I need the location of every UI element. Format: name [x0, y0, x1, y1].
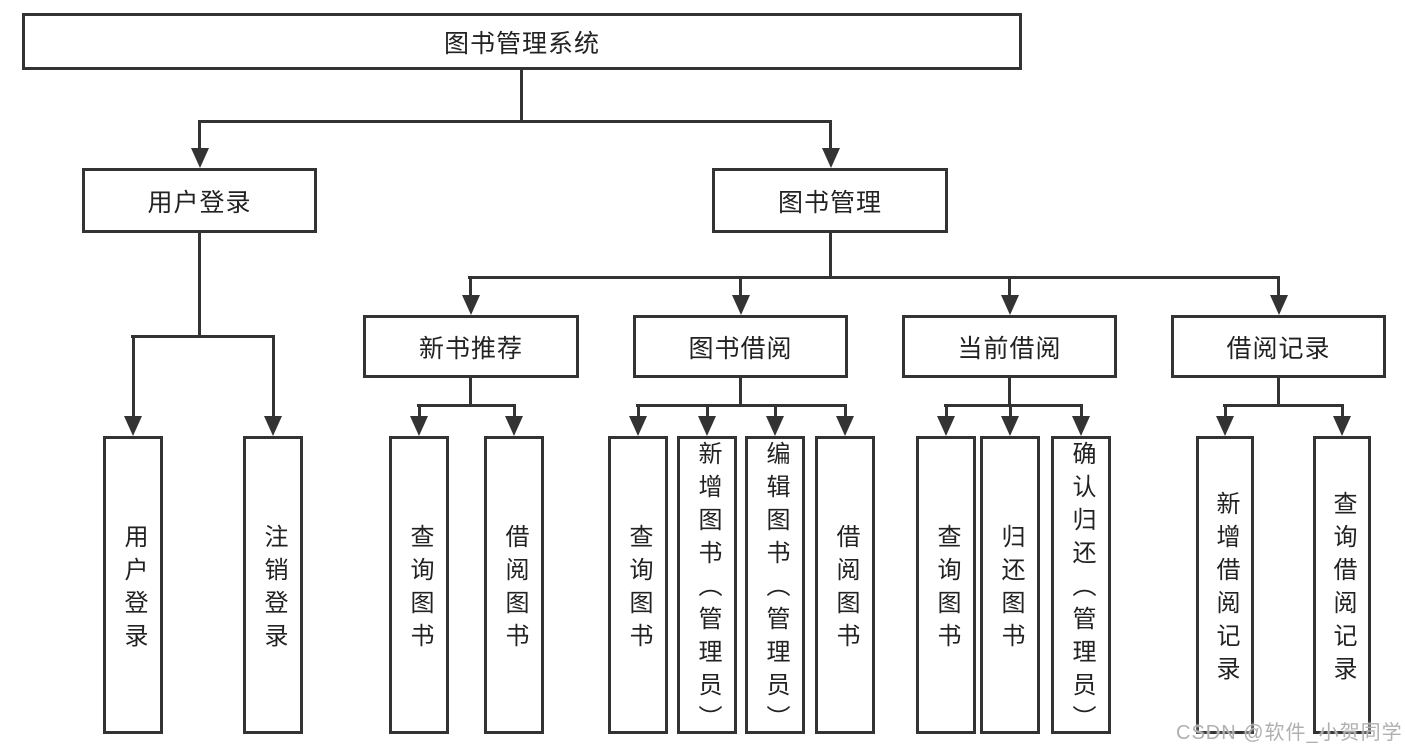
connector-line — [198, 120, 201, 150]
leaf-cb-confirm-return-admin-label: 确认归还（管理员） — [1068, 441, 1095, 738]
connector-group-bar — [944, 404, 1083, 407]
connector-line — [513, 404, 516, 418]
arrowhead-down — [1072, 416, 1090, 436]
arrowhead-down — [732, 295, 750, 315]
leaf-br-query-record-label: 查询借阅记录 — [1329, 490, 1356, 689]
leaf-cb-query-books: 查询图书 — [916, 436, 976, 734]
connector-line — [844, 404, 847, 418]
leaf-bb-add-books-admin-label: 新增图书（管理员） — [694, 441, 721, 738]
leaf-br-add-record-label: 新增借阅记录 — [1212, 490, 1239, 689]
connector-line — [1277, 276, 1280, 298]
connector-line — [132, 335, 135, 418]
leaf-bb-query-books: 查询图书 — [608, 436, 668, 734]
leaf-bb-borrow-books-label: 借阅图书 — [832, 523, 859, 656]
connector-line — [418, 404, 421, 418]
connector-line — [637, 404, 640, 418]
arrowhead-down — [505, 416, 523, 436]
leaf-cb-query-books-label: 查询图书 — [933, 523, 960, 656]
leaf-logout-label: 注销登录 — [260, 523, 287, 656]
leaf-bb-add-books-admin: 新增图书（管理员） — [677, 436, 737, 738]
connector-bookmgmt-stem — [829, 231, 832, 278]
connector-level3-bar — [468, 276, 1280, 279]
leaf-bb-edit-books-admin: 编辑图书（管理员） — [745, 436, 805, 738]
arrowhead-down — [1001, 295, 1019, 315]
connector-root-stem — [520, 68, 523, 122]
arrowhead-down — [937, 416, 955, 436]
connector-line — [945, 404, 948, 418]
leaf-nb-query-books-label: 查询图书 — [406, 523, 433, 656]
leaf-bb-query-books-label: 查询图书 — [625, 523, 652, 656]
connector-section-stem — [739, 376, 742, 406]
node-library-system: 图书管理系统 — [22, 13, 1022, 70]
node-book-management: 图书管理 — [712, 168, 948, 233]
connector-userlogin-stem — [198, 231, 201, 337]
node-new-book-recommend: 新书推荐 — [363, 315, 579, 378]
connector-line — [1224, 404, 1227, 418]
connector-line — [1008, 276, 1011, 298]
leaf-br-query-record: 查询借阅记录 — [1313, 436, 1371, 734]
connector-group-bar — [636, 404, 847, 407]
leaf-logout: 注销登录 — [243, 436, 303, 734]
arrowhead-down — [1001, 416, 1019, 436]
connector-line — [829, 120, 832, 150]
leaf-br-add-record: 新增借阅记录 — [1196, 436, 1254, 734]
leaf-cb-confirm-return-admin: 确认归还（管理员） — [1051, 436, 1111, 738]
node-book-borrow: 图书借阅 — [633, 315, 848, 378]
arrowhead-down — [836, 416, 854, 436]
connector-line — [774, 404, 777, 418]
node-user-login: 用户登录 — [82, 168, 317, 233]
leaf-cb-return-books-label: 归还图书 — [997, 523, 1024, 656]
leaf-bb-edit-books-admin-label: 编辑图书（管理员） — [762, 441, 789, 738]
connector-line — [706, 404, 709, 418]
connector-userlogin-bar — [131, 335, 274, 338]
connector-section-stem — [1277, 376, 1280, 406]
arrowhead-down — [410, 416, 428, 436]
connector-line — [1080, 404, 1083, 418]
leaf-user-login: 用户登录 — [103, 436, 163, 734]
watermark: CSDN @软件_小贺同学 — [1176, 722, 1403, 744]
connector-section-stem — [1008, 376, 1011, 406]
arrowhead-down — [124, 416, 142, 436]
connector-line — [739, 276, 742, 298]
arrowhead-down — [191, 148, 209, 168]
node-current-borrow: 当前借阅 — [902, 315, 1117, 378]
leaf-nb-query-books: 查询图书 — [389, 436, 449, 734]
connector-line — [1341, 404, 1344, 418]
leaf-nb-borrow-books-label: 借阅图书 — [501, 523, 528, 656]
connector-level2-bar — [198, 120, 832, 123]
connector-group-bar — [1223, 404, 1344, 407]
leaf-cb-return-books: 归还图书 — [980, 436, 1040, 734]
arrowhead-down — [1333, 416, 1351, 436]
arrowhead-down — [1216, 416, 1234, 436]
arrowhead-down — [698, 416, 716, 436]
leaf-user-login-label: 用户登录 — [120, 523, 147, 656]
arrowhead-down — [1270, 295, 1288, 315]
leaf-nb-borrow-books: 借阅图书 — [484, 436, 544, 734]
arrowhead-down — [822, 148, 840, 168]
connector-section-stem — [469, 376, 472, 406]
node-borrow-record: 借阅记录 — [1171, 315, 1386, 378]
connector-line — [272, 335, 275, 418]
connector-line — [469, 276, 472, 298]
arrowhead-down — [264, 416, 282, 436]
arrowhead-down — [462, 295, 480, 315]
connector-group-bar — [417, 404, 516, 407]
connector-line — [1009, 404, 1012, 418]
arrowhead-down — [629, 416, 647, 436]
arrowhead-down — [766, 416, 784, 436]
leaf-bb-borrow-books: 借阅图书 — [815, 436, 875, 734]
